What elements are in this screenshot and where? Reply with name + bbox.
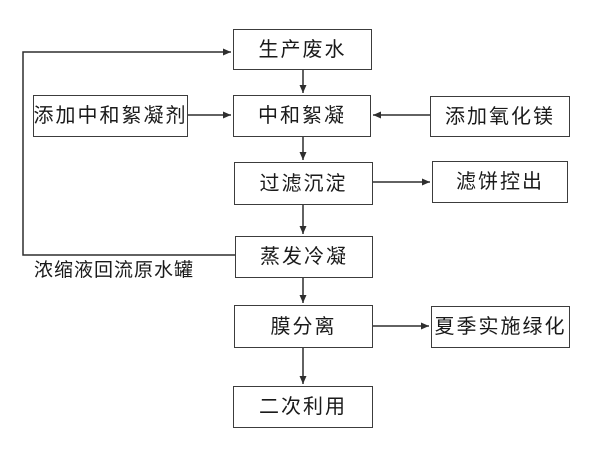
node-neutralization-flocculation: 中和絮凝: [233, 95, 371, 137]
node-membrane-separation: 膜分离: [234, 305, 373, 348]
node-secondary-use: 二次利用: [233, 386, 373, 428]
node-production-wastewater: 生产废水: [233, 29, 372, 70]
node-add-magnesium-oxide: 添加氧化镁: [430, 96, 570, 137]
arrow-concentrate-feedback-to-production: [22, 48, 235, 256]
node-filtration-sedimentation: 过滤沉淀: [234, 162, 373, 205]
node-filter-cake-discharge: 滤饼控出: [432, 161, 568, 203]
feedback-loop-label: 浓缩液回流原水罐: [34, 260, 195, 281]
node-add-neutralizing-flocculant: 添加中和絮凝剂: [33, 95, 188, 137]
node-summer-greening: 夏季实施绿化: [431, 306, 570, 348]
node-evaporation-condensation: 蒸发冷凝: [235, 236, 373, 278]
